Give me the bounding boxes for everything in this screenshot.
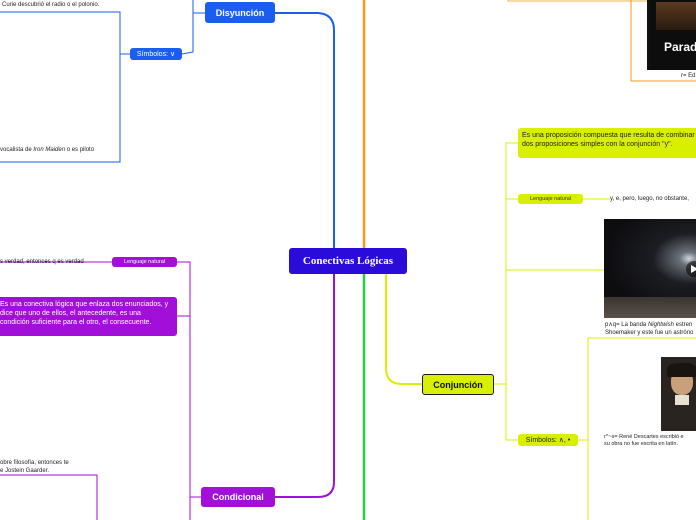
orange-box-line (630, 0, 696, 82)
disyuncion-box-lines (0, 11, 130, 163)
conjuncion-branch-line (385, 274, 422, 385)
condicional-lenguaje-node[interactable]: Lenguaje natural (112, 257, 177, 267)
conjuncion-definition-box[interactable]: Es una proposición compuesta que resulta… (518, 128, 696, 158)
conjuncion-symbols-node[interactable]: Símbolos: ∧, • (518, 434, 578, 446)
conjuncion-sub-lines (494, 142, 604, 441)
moon-surface (604, 297, 696, 318)
top-right-image: Parad (647, 0, 696, 70)
disyuncion-example-2: vocalista de Iron Maiden o es piloto (0, 147, 95, 153)
condicional-node[interactable]: Condicional (201, 487, 275, 507)
conjuncion-lenguaje-node[interactable]: Lenguaje natural (518, 194, 583, 204)
condicional-sub-lines (177, 261, 201, 520)
video-thumbnail[interactable] (604, 219, 696, 318)
image-figure (656, 2, 696, 30)
top-right-caption: r= Ed (681, 73, 696, 79)
descartes-caption: r^~s= René Descartes escribió e su obra … (604, 434, 684, 447)
condicional-definition-box[interactable]: Es una conectiva lógica que enlaza dos e… (0, 297, 177, 336)
disyuncion-branch-line (275, 12, 335, 248)
disyuncion-symbols-node[interactable]: Símbolos: ∨ (130, 48, 182, 60)
descartes-portrait-image (661, 357, 696, 431)
condicional-lenguaje-text: s verdad, entonces q es verdad (0, 259, 84, 265)
portrait-collar (675, 395, 689, 405)
disyuncion-example-1: Curie descubrió el radio o el polonio. (2, 2, 100, 8)
disyuncion-node[interactable]: Disyunción (205, 2, 275, 23)
condicional-branch-line (275, 274, 335, 498)
disyuncion-sub-lines (181, 2, 205, 55)
video-caption: p∧q= La banda Nightwish estren Shoemaker… (605, 322, 694, 336)
central-topic[interactable]: Conectivas Lógicas (289, 248, 407, 274)
play-icon[interactable] (686, 261, 696, 277)
portrait-hair (667, 363, 696, 377)
image-title-text: Parad (664, 40, 696, 54)
condicional-example-box-line (0, 474, 98, 520)
conjuncion-lenguaje-text: y, e, pero, luego, no obstante, (610, 196, 689, 202)
conjuncion-node[interactable]: Conjunción (422, 374, 494, 395)
